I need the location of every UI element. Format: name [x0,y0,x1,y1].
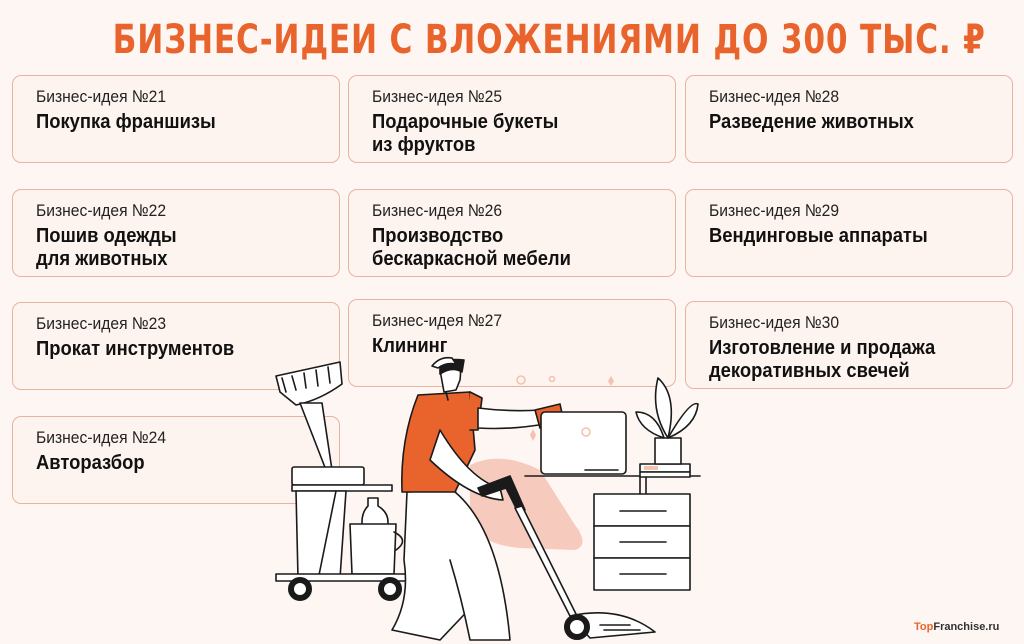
idea-number: Бизнес-идея №23 [36,314,167,333]
idea-number: Бизнес-идея №21 [36,87,167,106]
vacuum-cleaner-icon [477,475,656,640]
logo-rest: Franchise.ru [933,621,1000,633]
idea-card-28: Бизнес-идея №28 Разведение животных [685,75,1013,163]
idea-card-27: Бизнес-идея №27 Клининг [348,299,676,387]
idea-name: Производство бескаркасной мебели [372,225,571,270]
cloth-icon [534,403,564,429]
idea-card-24: Бизнес-идея №24 Авторазбор [12,416,340,504]
idea-name: Подарочные букеты из фруктов [372,111,559,156]
idea-number: Бизнес-идея №27 [372,311,503,330]
idea-number: Бизнес-идея №30 [709,313,840,332]
idea-card-26: Бизнес-идея №26 Производство бескаркасно… [348,189,676,277]
idea-card-25: Бизнес-идея №25 Подарочные букеты из фру… [348,75,676,163]
idea-name: Изготовление и продажа декоративных свеч… [709,337,936,382]
logo-top: Top [914,621,934,633]
desk-icon [524,411,701,591]
idea-card-22: Бизнес-идея №22 Пошив одежды для животны… [12,189,340,277]
idea-card-30: Бизнес-идея №30 Изготовление и продажа д… [685,301,1013,389]
idea-number: Бизнес-идея №26 [372,201,503,220]
idea-number: Бизнес-идея №25 [372,87,503,106]
idea-number: Бизнес-идея №22 [36,201,167,220]
idea-name: Вендинговые аппараты [709,225,928,247]
idea-name: Клининг [372,335,448,357]
idea-number: Бизнес-идея №28 [709,87,840,106]
idea-name: Покупка франшизы [36,111,216,133]
cleaner-person-icon [391,356,546,641]
idea-name: Прокат инструментов [36,338,235,360]
idea-name: Разведение животных [709,111,914,133]
page-title: БИЗНЕС-ИДЕИ С ВЛОЖЕНИЯМИ ДО 300 ТЫС. ₽ [112,17,986,63]
idea-card-23: Бизнес-идея №23 Прокат инструментов [12,302,340,390]
idea-card-29: Бизнес-идея №29 Вендинговые аппараты [685,189,1013,277]
idea-name: Пошив одежды для животных [36,225,177,270]
idea-number: Бизнес-идея №24 [36,428,167,447]
topfranchise-logo[interactable]: TopFranchise.ru [914,621,999,633]
idea-card-21: Бизнес-идея №21 Покупка франшизы [12,75,340,163]
idea-number: Бизнес-идея №29 [709,201,840,220]
idea-name: Авторазбор [36,452,145,474]
plant-icon [635,377,699,465]
